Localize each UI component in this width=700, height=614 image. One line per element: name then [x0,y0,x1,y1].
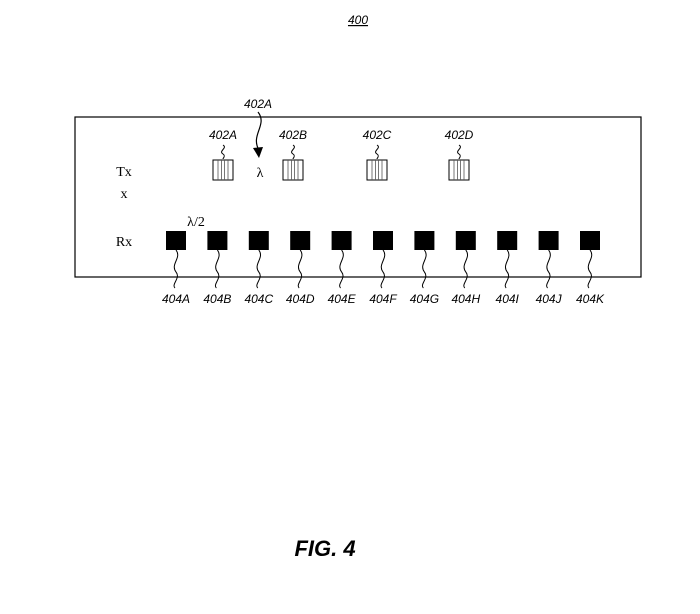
leader-line [504,249,510,289]
leader-line [546,249,551,289]
array-boundary [74,116,642,278]
rx-antenna-label: 404J [536,292,563,306]
tx-antenna-element [282,159,304,181]
rx-antenna-404D: 404D [286,231,315,306]
rx-antenna-404I: 404I [496,231,520,306]
rx-antenna-element [414,231,435,250]
figure-ref-label: 400 [348,13,368,27]
rx-antenna-label: 404B [203,292,231,306]
rx-antenna-404K: 404K [576,231,605,306]
tx-antenna-402D: 402D [445,128,474,181]
rx-antenna-element [373,231,393,250]
leader-line [256,249,261,289]
pointer-arrowhead-icon [253,147,263,158]
leader-line [221,144,225,160]
figure-caption: FIG. 4 [294,536,355,561]
leader-line [380,249,386,289]
rx-antenna-label: 404I [496,292,520,306]
pointer-arrow-line [255,111,262,151]
rx-antenna-404A: 404A [162,231,190,306]
rx-antenna-404J: 404J [536,231,563,306]
rx-antenna-404C: 404C [244,231,273,306]
half-lambda-label: λ/2 [187,215,205,230]
rx-antenna-label: 404G [410,292,439,306]
tx-antenna-label: 402C [363,128,392,142]
rx-antenna-label: 404E [328,292,357,306]
tx-antenna-element [366,159,388,181]
tx-row-label: Tx [116,165,132,180]
tx-antenna-label: 402D [445,128,474,142]
rx-antenna-404F: 404F [369,231,397,306]
leader-line [215,249,220,289]
rx-antenna-element [248,231,269,250]
tx-antenna-element [212,159,234,181]
rx-antenna-element [455,231,476,250]
tx-antenna-element [448,159,470,181]
leader-line [291,144,295,160]
leader-line [457,144,461,160]
rx-antenna-element [290,231,311,250]
rx-antenna-element [580,231,600,250]
rx-antenna-element [166,231,186,250]
rx-antenna-label: 404K [576,292,605,306]
rx-antenna-element [331,231,352,250]
rx-antenna-label: 404D [286,292,315,306]
tx-antenna-402B: 402B [279,128,307,181]
leader-line [587,249,593,289]
x-axis-label: x [121,187,128,202]
tx-antenna-402A: 402A [209,128,237,181]
leader-line [463,249,468,289]
rx-antenna-404H: 404H [451,231,480,306]
rx-antenna-label: 404H [451,292,480,306]
leader-line [375,144,379,160]
rx-row-label: Rx [116,235,132,250]
leader-line [173,249,179,289]
rx-antenna-404B: 404B [203,231,231,306]
tx-antenna-label: 402B [279,128,307,142]
leader-line [297,249,303,289]
tx-antenna-label: 402A [209,128,237,142]
arrow-label: 402A [244,97,272,111]
leader-line [422,249,427,289]
rx-antenna-element [207,231,228,250]
rx-antenna-404G: 404G [410,231,439,306]
rx-antenna-label: 404C [244,292,273,306]
lambda-label: λ [257,166,264,181]
rx-antenna-404E: 404E [328,231,357,306]
rx-antenna-element [538,231,559,250]
rx-antenna-label: 404F [369,292,397,306]
leader-line [339,249,344,289]
rx-antenna-element [497,231,518,250]
rx-antenna-label: 404A [162,292,190,306]
tx-antenna-402C: 402C [363,128,392,181]
